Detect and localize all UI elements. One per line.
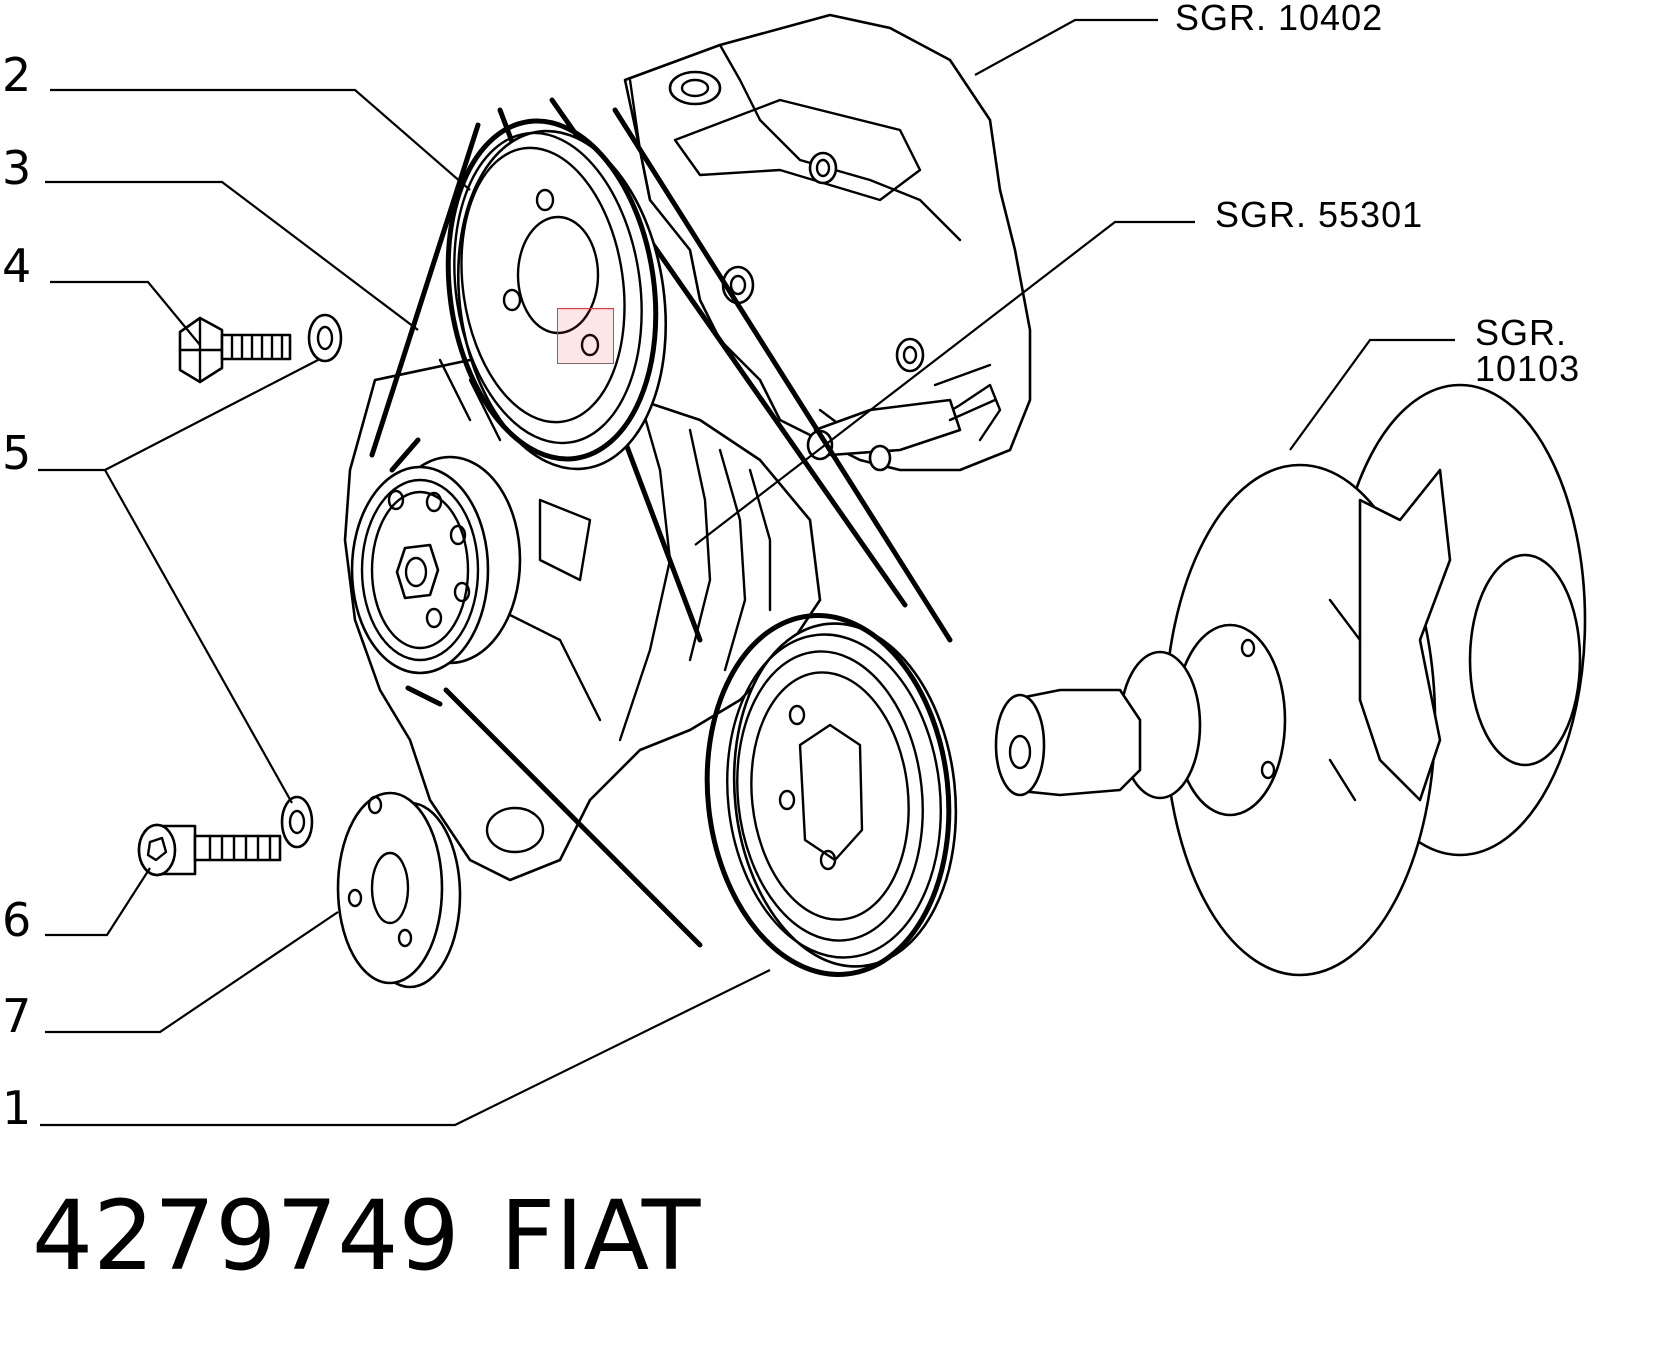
group-ref-10402: SGR. 10402 [1175,0,1384,38]
callout-1: 1 [2,1081,32,1135]
bolt-item-6 [137,795,314,877]
callout-6: 6 [2,893,32,947]
bolt-item-4 [178,313,343,384]
upper-housing [623,13,1032,472]
selection-highlight[interactable] [557,308,614,364]
group-ref-10103: SGR. 10103 [1475,312,1581,389]
callout-2: 2 [2,48,32,102]
callout-5: 5 [2,426,32,480]
group-ref-55301: SGR. 55301 [1215,194,1424,235]
part-number: 4279749 [32,1180,460,1292]
spacer-flange-item-7 [336,791,462,989]
crankshaft [994,383,1587,977]
idler-pulley [350,455,522,675]
callout-7: 7 [2,989,32,1043]
brand-name: FIAT [500,1180,701,1292]
leader-lines [38,18,1455,1127]
callout-4: 4 [2,239,32,293]
crankshaft-pulley [704,613,958,977]
water-pump-pulley [445,118,668,471]
callout-3: 3 [2,141,32,195]
